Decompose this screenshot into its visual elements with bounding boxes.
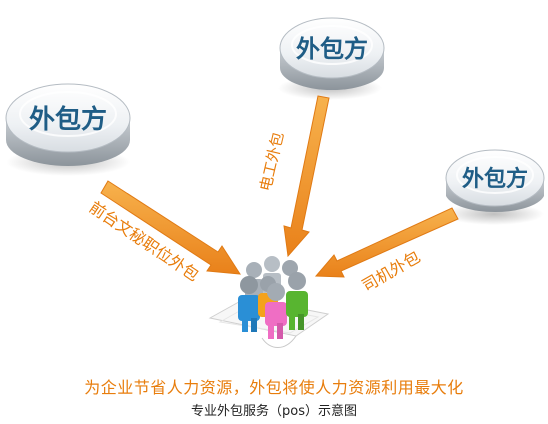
arrow-right <box>314 207 459 278</box>
vendor-label-left: 外包方 <box>29 104 107 135</box>
vendor-label-right: 外包方 <box>462 166 528 192</box>
vendor-puck-top: 外包方 <box>278 17 385 100</box>
people-group-icon <box>238 256 308 339</box>
arrow-left <box>100 180 241 275</box>
vendor-puck-left: 外包方 <box>5 83 131 176</box>
arrow-icon <box>283 95 330 258</box>
arrow-label-middle: 电工外包 <box>256 130 287 193</box>
figure-caption: 专业外包服务（pos）示意图 <box>191 404 357 419</box>
vendor-puck-right: 外包方 <box>444 149 545 225</box>
arrow-icon <box>100 180 241 275</box>
arrow-middle <box>283 95 330 258</box>
vendor-label-top: 外包方 <box>296 35 368 63</box>
arrow-icon <box>314 207 459 278</box>
tagline: 为企业节省人力资源，外包将使人力资源利用最大化 <box>84 378 464 397</box>
